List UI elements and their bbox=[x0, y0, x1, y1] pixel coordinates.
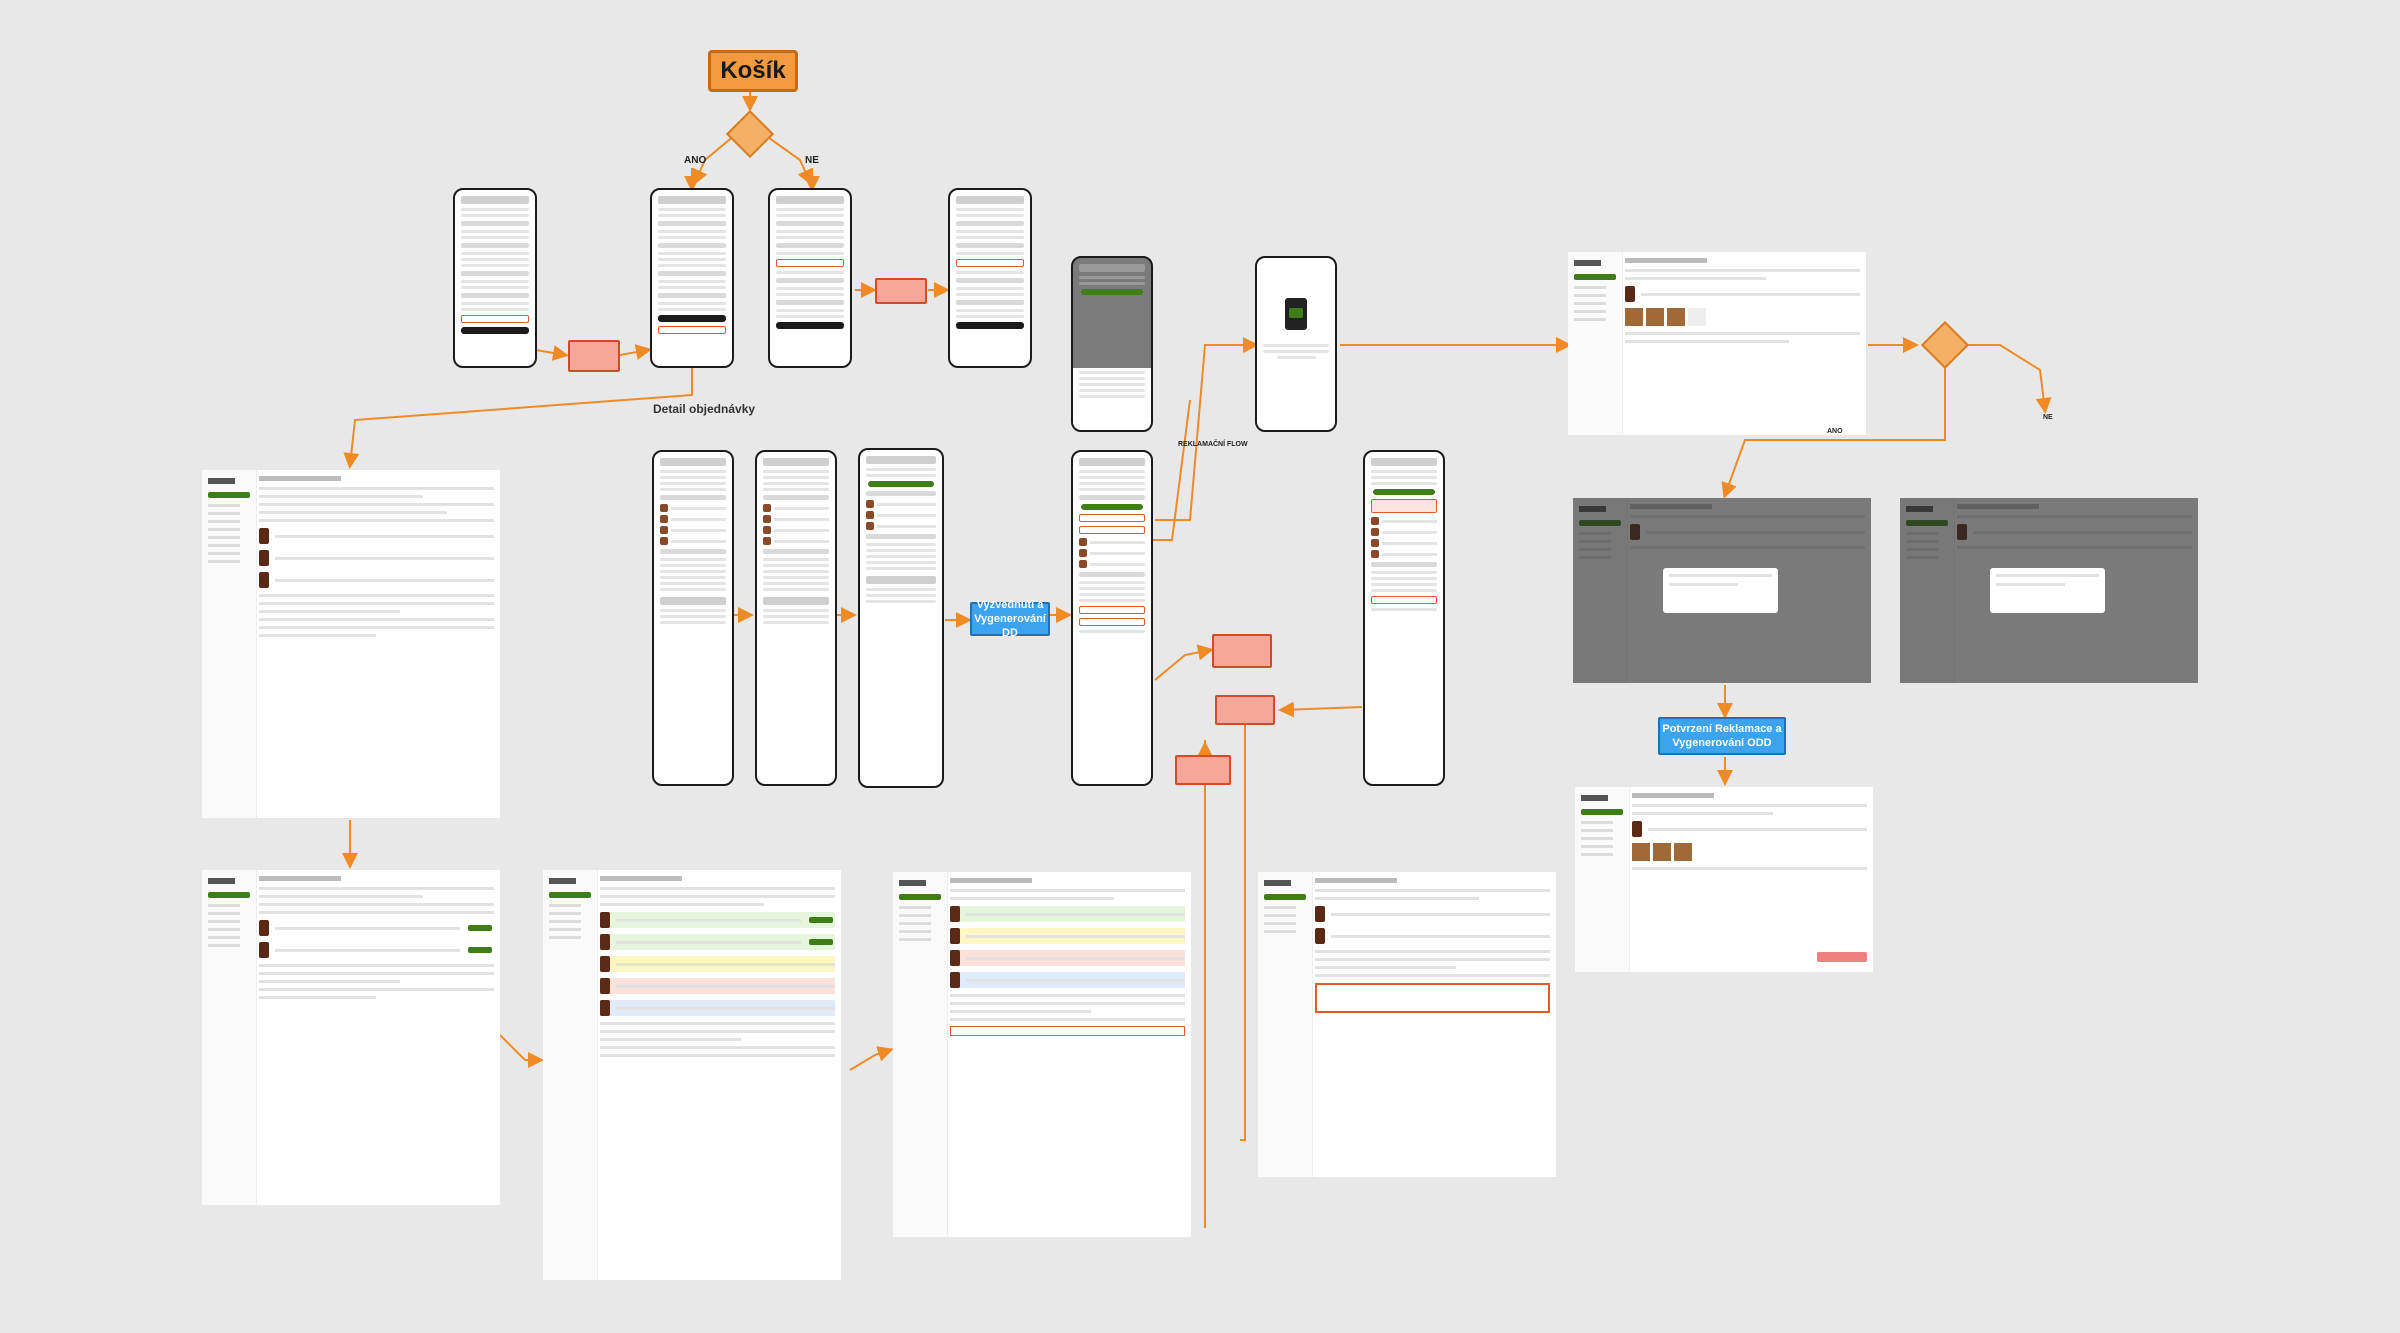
desktop-reklamace-confirm bbox=[1573, 498, 1871, 683]
note-cart-2 bbox=[875, 278, 927, 304]
desktop-order-final bbox=[1258, 872, 1556, 1177]
right-no-label: NE bbox=[2043, 414, 2053, 421]
right-yes-label: ANO bbox=[1827, 428, 1843, 435]
section-order-detail: Detail objednávky bbox=[653, 402, 756, 416]
order-phone-3 bbox=[858, 448, 944, 788]
flow-title-text: Košík bbox=[720, 57, 786, 84]
potvrzeni-box: Potvrzení Reklamace a Vygenerování ODD bbox=[1658, 717, 1786, 755]
vyzvednuti-box: Vyzvednutí a Vygenerování DD bbox=[970, 599, 1050, 639]
desktop-reklamace-done bbox=[1575, 787, 1873, 972]
desktop-order-detail-1 bbox=[202, 470, 500, 818]
reklamace-success-phone bbox=[1255, 256, 1337, 432]
reklamace-phone-sheet bbox=[1071, 256, 1153, 432]
desktop-order-detail-2 bbox=[202, 870, 500, 1205]
note-reklamace-2 bbox=[1215, 695, 1275, 725]
note-reklamace-3 bbox=[1175, 755, 1231, 785]
branch-no-label: NE bbox=[805, 155, 819, 166]
note-reklamace-1 bbox=[1212, 634, 1272, 668]
reklamace-phone bbox=[1071, 450, 1153, 786]
desktop-order-edit bbox=[543, 870, 841, 1280]
desktop-reklamace-detail bbox=[1568, 252, 1866, 435]
cart-phone-4 bbox=[948, 188, 1032, 368]
cart-phone-1 bbox=[453, 188, 537, 368]
reklamace-phone-2 bbox=[1363, 450, 1445, 786]
cart-phone-2 bbox=[650, 188, 734, 368]
order-phone-1 bbox=[652, 450, 734, 786]
cart-phone-3 bbox=[768, 188, 852, 368]
desktop-order-review bbox=[893, 872, 1191, 1237]
branch-yes-label: ANO bbox=[684, 155, 707, 166]
reklamacni-flow-label: REKLAMAČNÍ FLOW bbox=[1178, 441, 1248, 448]
desktop-reklamace-reject bbox=[1900, 498, 2198, 683]
order-phone-2 bbox=[755, 450, 837, 786]
flow-title: Košík bbox=[708, 50, 798, 92]
note-cart-1 bbox=[568, 340, 620, 372]
